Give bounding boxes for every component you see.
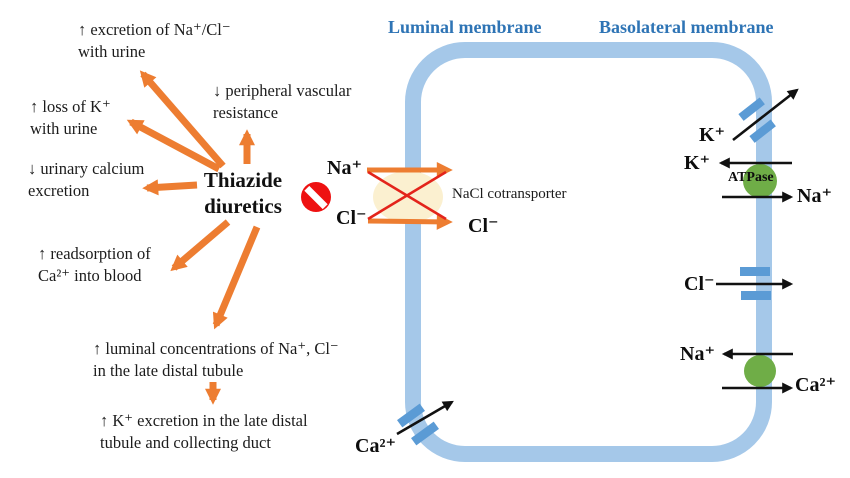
effect-loss-k: ↑ loss of K⁺ with urine (30, 97, 111, 138)
cl-out-label: Cl⁻ (468, 215, 499, 237)
prohibition-icon (301, 182, 331, 212)
cl-cotransport-arrow (367, 213, 453, 230)
effect-k-excretion: ↑ K⁺ excretion in the late distal tubule… (100, 411, 308, 452)
effect-luminal-concentrations: ↑ luminal concentrations of Na⁺, Cl⁻ in … (93, 339, 339, 380)
k-channel-rect-1 (738, 97, 765, 121)
arrow-to-urinary-calcium (142, 179, 198, 196)
k-channel-rect-2 (749, 119, 776, 143)
atpase-pump-circle (743, 164, 777, 198)
arrow-to-excretion-nacl (139, 70, 226, 169)
effect-readsorption-ca: ↑ readsorption of Ca²⁺ into blood (38, 244, 151, 285)
nacl-cotransporter-label: NaCl cotransporter (452, 186, 567, 202)
k-channel-arrow (732, 88, 799, 142)
ca-exchanger-label: Ca²⁺ (795, 374, 836, 396)
cl-in-label: Cl⁻ (336, 207, 367, 229)
ca-channel-rect-2 (411, 421, 439, 446)
k-pump-label: K⁺ (684, 152, 711, 174)
cell-membrane (405, 42, 772, 462)
drug-name: Thiazide diuretics (203, 168, 283, 219)
ca-channel-label: Ca²⁺ (355, 435, 396, 457)
luminal-membrane-heading: Luminal membrane (388, 17, 542, 37)
effect-peripheral-resistance: ↓ peripheral vascular resistance (213, 81, 352, 122)
ca-channel-rect-1 (397, 403, 425, 428)
inhibition-cross-line2 (367, 170, 447, 221)
cl-channel-label: Cl⁻ (684, 273, 715, 295)
ca-channel-arrow (396, 400, 454, 436)
effect-urinary-calcium: ↓ urinary calcium excretion (28, 159, 145, 200)
na-ca-exchanger-circle (744, 355, 776, 387)
cl-channel-rect-1 (740, 267, 770, 276)
arrow-to-loss-k (126, 118, 221, 173)
na-in-label: Na⁺ (327, 157, 362, 179)
effect-excretion-nacl: ↑ excretion of Na⁺/Cl⁻ with urine (78, 20, 231, 61)
arrow-to-readsorption (170, 219, 231, 272)
k-channel-label: K⁺ (699, 124, 726, 146)
basolateral-membrane-heading: Basolateral membrane (599, 17, 774, 37)
na-pump-label: Na⁺ (797, 185, 832, 207)
arrow-to-luminal-concentrations (212, 225, 261, 330)
na-exchanger-label: Na⁺ (680, 343, 715, 365)
prohibition-bar (304, 185, 328, 209)
atpase-label: ATPase (728, 170, 774, 185)
cl-channel-rect-2 (741, 291, 771, 300)
